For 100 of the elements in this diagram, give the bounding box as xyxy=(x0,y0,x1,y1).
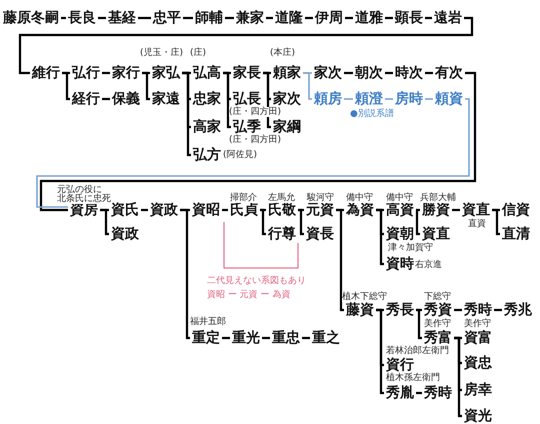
title-note: 右京進 xyxy=(415,260,442,270)
title-note: 若林治郎左衛門 xyxy=(386,346,449,356)
lineage-line xyxy=(18,16,474,74)
person-name: 重忠 xyxy=(272,330,300,346)
person-name: 頼澄 xyxy=(355,91,383,107)
person-name: 房時 xyxy=(395,91,423,107)
person-name: 道隆 xyxy=(275,10,303,26)
person-name: 弘高 xyxy=(193,65,221,81)
lineage-line xyxy=(425,72,433,74)
title-note: 左馬允 xyxy=(268,193,295,203)
person-name: 弘季 xyxy=(233,119,261,135)
person-name: 保義 xyxy=(112,91,140,107)
person-name: 頼房 xyxy=(314,91,342,107)
person-name: 秀資 xyxy=(424,302,452,318)
person-name: 秀兆 xyxy=(504,302,532,318)
title-note: (本庄) xyxy=(270,48,296,58)
person-name: 秀胤 xyxy=(386,385,414,401)
title-note: (庄) xyxy=(190,48,206,58)
lineage-line xyxy=(298,208,304,236)
person-name: 資昭 xyxy=(192,202,220,218)
person-name: 資政 xyxy=(111,226,139,242)
person-name: 有次 xyxy=(435,65,463,81)
lineage-line xyxy=(416,392,422,394)
lineage-line xyxy=(425,98,433,100)
person-name: 行尊 xyxy=(268,226,296,242)
title-note: 直資 xyxy=(468,219,486,229)
note-text: ●別説系譜 xyxy=(350,109,394,120)
person-name: 家長 xyxy=(233,65,261,81)
lineage-line xyxy=(62,72,70,100)
lineage-line xyxy=(494,308,502,312)
lineage-line xyxy=(98,16,106,20)
lineage-line xyxy=(100,208,109,236)
lineage-line xyxy=(222,208,228,212)
title-note: (庄・四方田) xyxy=(229,135,282,145)
person-name: 高家 xyxy=(193,119,221,135)
person-name: 遠岩 xyxy=(434,10,462,26)
person-name: 資直 xyxy=(462,202,490,218)
person-name: 藤資 xyxy=(346,302,374,318)
person-name: 重光 xyxy=(232,330,260,346)
lineage-line xyxy=(416,308,422,340)
title-note: 備中守 xyxy=(346,193,373,203)
person-name: 資朝 xyxy=(386,226,414,242)
person-name: 氏敬 xyxy=(268,202,296,218)
person-name: 秀時 xyxy=(464,302,492,318)
lineage-line xyxy=(385,16,393,20)
lineage-line xyxy=(492,208,500,236)
person-name: 基経 xyxy=(108,10,136,26)
lineage-line xyxy=(138,16,151,20)
person-name: 直清 xyxy=(502,226,530,242)
title-note: 兵部大輔 xyxy=(420,193,456,203)
title-note: 福井五郎 xyxy=(190,317,226,327)
title-note: (阿佐見) xyxy=(223,150,258,160)
person-name: 元資 xyxy=(306,202,334,218)
person-name: 資長 xyxy=(306,226,334,242)
person-name: 家綱 xyxy=(273,119,301,135)
lineage-line xyxy=(303,72,312,100)
person-name: 長良 xyxy=(68,10,96,26)
person-name: 伊周 xyxy=(315,10,343,26)
person-name: 師輔 xyxy=(195,10,223,26)
lineage-line xyxy=(262,336,270,340)
person-name: 高資 xyxy=(386,202,414,218)
person-name: 家次 xyxy=(273,91,301,107)
lineage-line xyxy=(385,72,393,74)
lineage-line xyxy=(266,16,273,20)
lineage-line xyxy=(61,16,66,20)
note-text: 資昭 ー 元資 ー 為資 xyxy=(207,290,290,301)
person-name: 忠家 xyxy=(193,91,221,107)
person-name: 朝次 xyxy=(355,65,383,81)
lineage-line xyxy=(263,72,271,128)
lineage-line xyxy=(305,16,313,20)
person-name: 資氏 xyxy=(111,202,139,218)
lineage-line xyxy=(336,208,344,312)
person-name: 家遠 xyxy=(152,91,180,107)
lineage-line xyxy=(182,72,191,156)
lineage-line xyxy=(180,208,190,340)
lineage-line xyxy=(183,16,193,20)
person-name: 忠平 xyxy=(153,10,181,26)
lineage-line xyxy=(302,336,310,340)
person-name: 秀長 xyxy=(386,302,414,318)
title-note: 北条氏に忠死 xyxy=(57,194,111,204)
person-name: 時次 xyxy=(395,65,423,81)
person-name: 資行 xyxy=(386,357,414,373)
person-name: 頼資 xyxy=(435,91,463,107)
title-note: 掃部介 xyxy=(230,193,257,203)
title-note: 駿河守 xyxy=(307,193,334,203)
lineage-line xyxy=(425,16,432,20)
lineage-line xyxy=(376,308,384,394)
person-name: 弘行 xyxy=(72,65,100,81)
person-name: 信資 xyxy=(502,202,530,218)
person-name: 氏貞 xyxy=(230,202,258,218)
person-name: 資政 xyxy=(150,202,178,218)
lineage-line xyxy=(222,336,230,340)
person-name: 家次 xyxy=(314,65,342,81)
lineage-line xyxy=(344,98,353,100)
person-name: 兼家 xyxy=(236,10,264,26)
person-name: 藤原冬嗣 xyxy=(3,10,59,26)
person-name: 房幸 xyxy=(464,382,492,398)
title-note: 備中守 xyxy=(386,193,413,203)
person-name: 資富 xyxy=(464,330,492,346)
person-name: 重之 xyxy=(312,330,340,346)
